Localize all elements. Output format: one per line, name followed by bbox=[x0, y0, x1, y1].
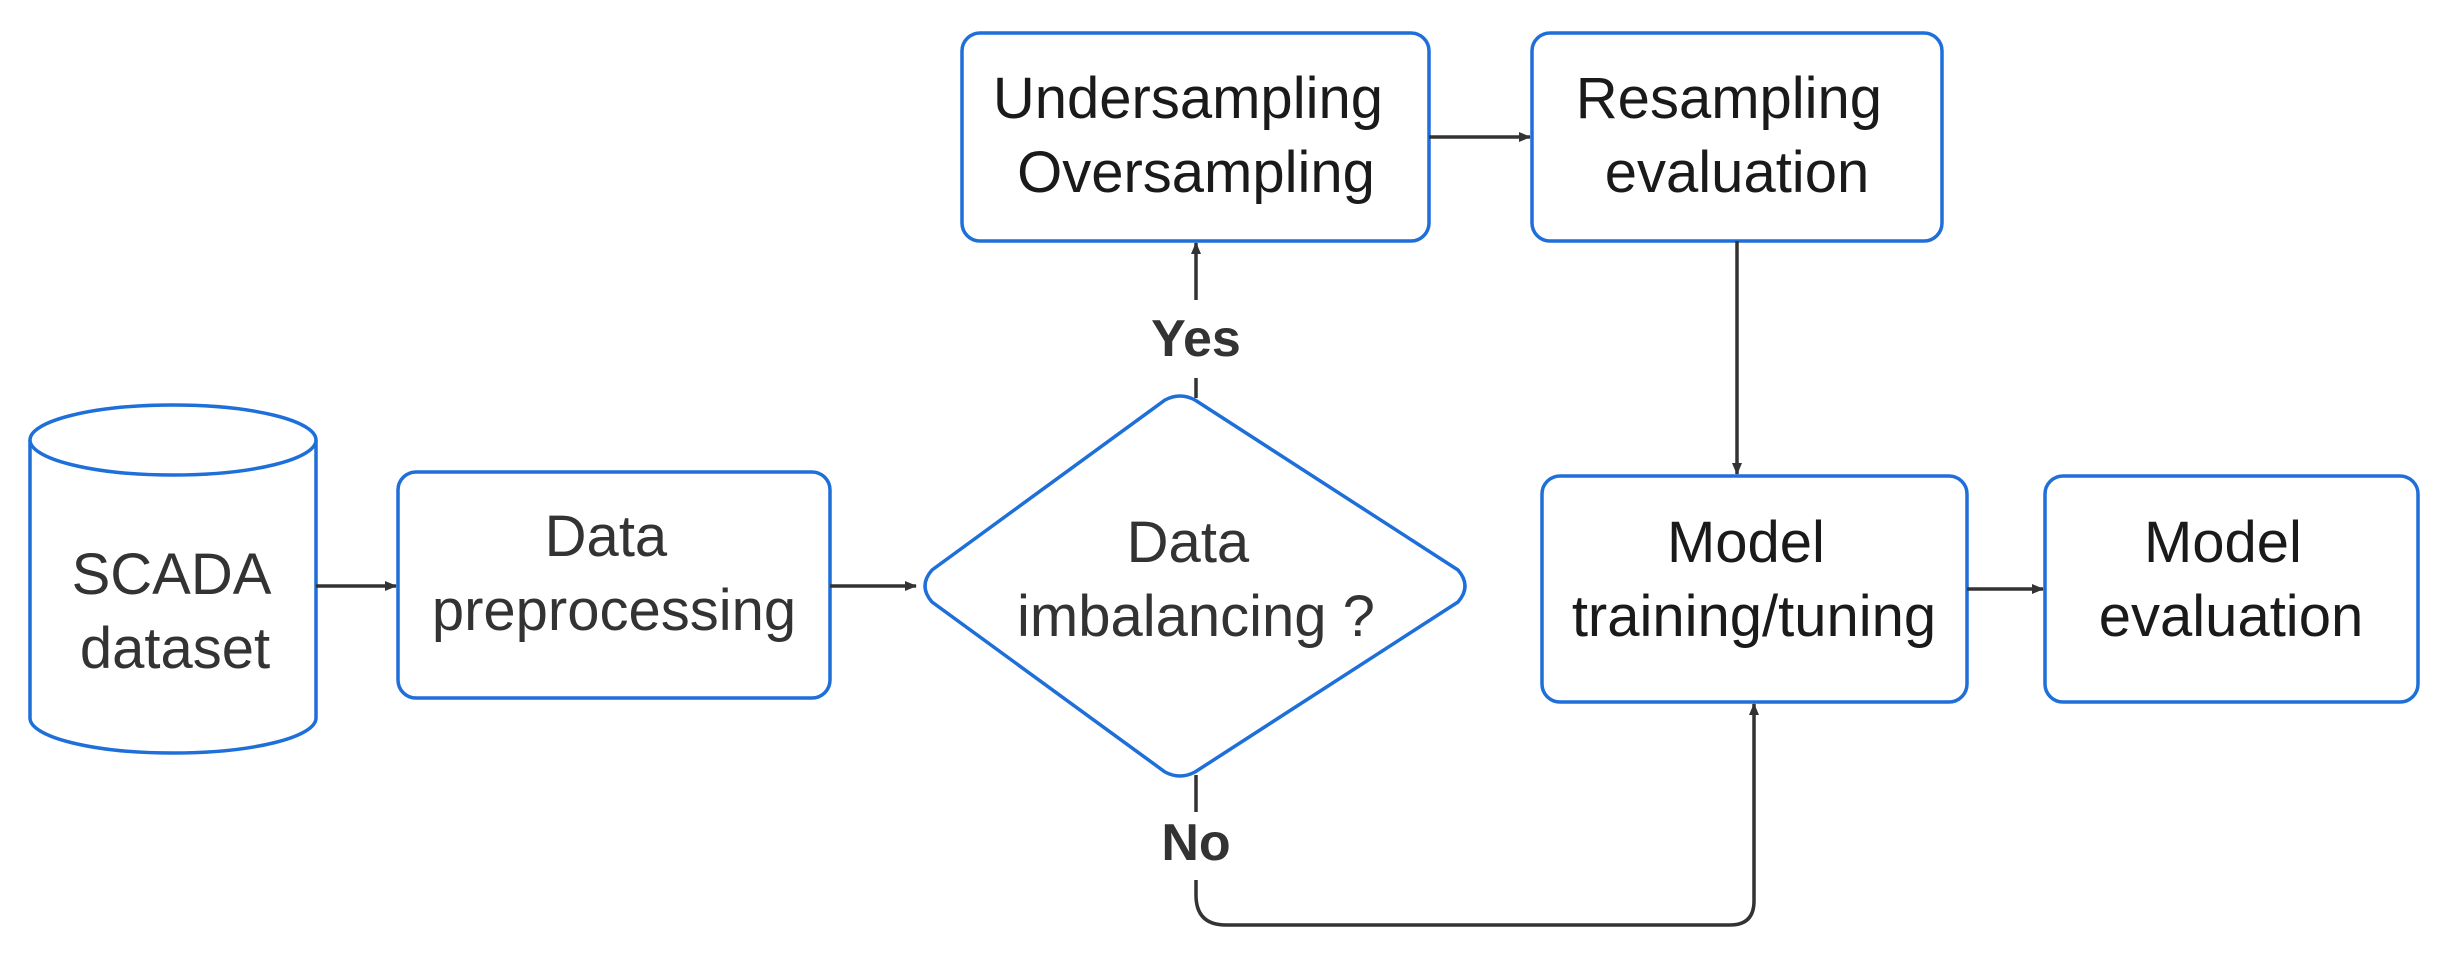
model-training-node: Model training/tuning bbox=[1540, 474, 1969, 704]
data-preprocessing-node: Data preprocessing bbox=[396, 470, 832, 700]
sampling-label-1: Undersampling bbox=[993, 66, 1383, 131]
arrow-no-to-training bbox=[1194, 703, 1759, 927]
model-evaluation-node: Model evaluation bbox=[2043, 474, 2420, 704]
data-imbalancing-label-2: imbalancing ? bbox=[1017, 584, 1375, 649]
sampling-label-2: Oversampling bbox=[1017, 140, 1375, 205]
model-evaluation-label-2: evaluation bbox=[2099, 584, 2363, 649]
data-preprocessing-label-2: preprocessing bbox=[432, 578, 796, 643]
svg-text:SCADA dataset: SCADA dataset bbox=[72, 542, 285, 681]
svg-text:Data preprocessing: Data preprocessing bbox=[432, 504, 796, 643]
svg-text:Data imbalancing ?: Data imbalancing ? bbox=[1017, 510, 1375, 649]
svg-text:Resampling evaluation: Resampling evaluation bbox=[1576, 66, 1898, 205]
scada-dataset-label-2: dataset bbox=[80, 616, 270, 681]
resampling-evaluation-node: Resampling evaluation bbox=[1530, 31, 1944, 243]
resampling-evaluation-label-1: Resampling bbox=[1576, 66, 1882, 131]
no-edge-label: No bbox=[1161, 814, 1230, 872]
svg-text:Model evaluation: Model evaluation bbox=[2099, 510, 2363, 649]
svg-text:Undersampling Oversampli: Undersampling Oversampling bbox=[993, 66, 1399, 205]
resampling-evaluation-label-2: evaluation bbox=[1605, 140, 1869, 205]
model-training-label-1: Model bbox=[1667, 510, 1825, 575]
data-imbalancing-label-1: Data bbox=[1127, 510, 1250, 575]
scada-dataset-label-1: SCADA bbox=[72, 542, 272, 607]
svg-text:Model training/tuning: Model training/tuning bbox=[1572, 510, 1936, 649]
yes-edge-label: Yes bbox=[1151, 310, 1241, 368]
model-evaluation-label-1: Model bbox=[2144, 510, 2302, 575]
scada-dataset-node: SCADA dataset bbox=[28, 403, 318, 755]
data-preprocessing-label-1: Data bbox=[545, 504, 668, 569]
model-training-label-2: training/tuning bbox=[1572, 584, 1936, 649]
sampling-node: Undersampling Oversampling bbox=[960, 31, 1431, 243]
data-imbalancing-decision-node: Data imbalancing ? bbox=[923, 394, 1467, 778]
